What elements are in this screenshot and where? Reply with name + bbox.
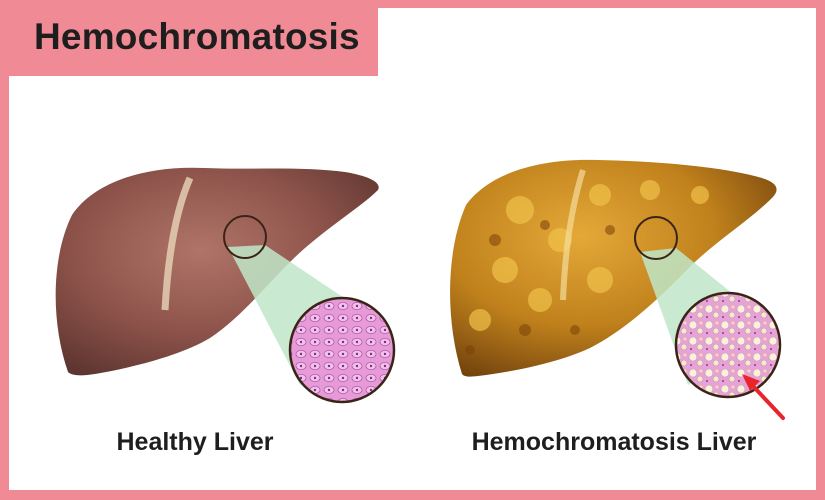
hemochromatosis-tissue-magnified bbox=[674, 291, 782, 399]
zoom-circle-icon bbox=[634, 216, 678, 260]
ligament-line bbox=[161, 176, 194, 311]
healthy-liver-caption: Healthy Liver bbox=[116, 428, 274, 456]
hemochromatosis-liver-caption: Hemochromatosis Liver bbox=[471, 428, 757, 456]
healthy-liver bbox=[55, 167, 379, 376]
hemochromatosis-liver bbox=[450, 159, 777, 377]
page-title: Hemochromatosis bbox=[34, 16, 360, 57]
ligament-line bbox=[560, 169, 586, 301]
zoom-circle-icon bbox=[223, 215, 267, 259]
healthy-tissue-magnified bbox=[288, 296, 396, 404]
arrow-icon bbox=[742, 374, 785, 420]
title-banner: Hemochromatosis bbox=[0, 0, 378, 76]
